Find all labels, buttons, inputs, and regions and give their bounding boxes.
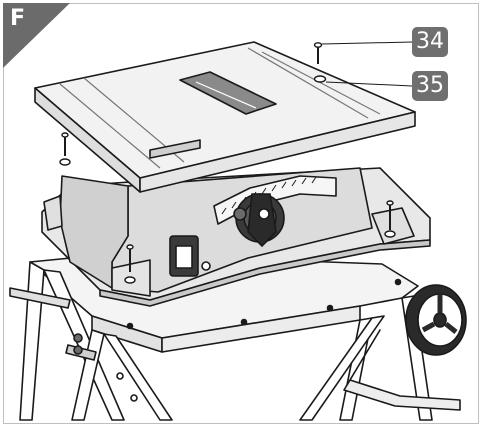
bevel-adjust-handle	[233, 193, 285, 248]
callout-34-background	[412, 27, 448, 57]
mounting-bolts	[59, 132, 396, 284]
callout-35-background	[412, 71, 448, 101]
bolt-left-front	[124, 244, 136, 284]
exploded-bolt-34	[313, 41, 413, 64]
bolt-right-front	[384, 200, 396, 238]
figure-frame	[3, 3, 479, 424]
callout-35: 35	[416, 73, 444, 98]
section-tab	[3, 3, 70, 68]
throat-plate	[179, 71, 277, 115]
callout-34: 34	[416, 29, 444, 54]
wheel	[405, 284, 467, 356]
bolt-left-rear	[59, 132, 71, 166]
exploded-washer-35	[313, 75, 413, 87]
section-label: F	[10, 6, 26, 31]
